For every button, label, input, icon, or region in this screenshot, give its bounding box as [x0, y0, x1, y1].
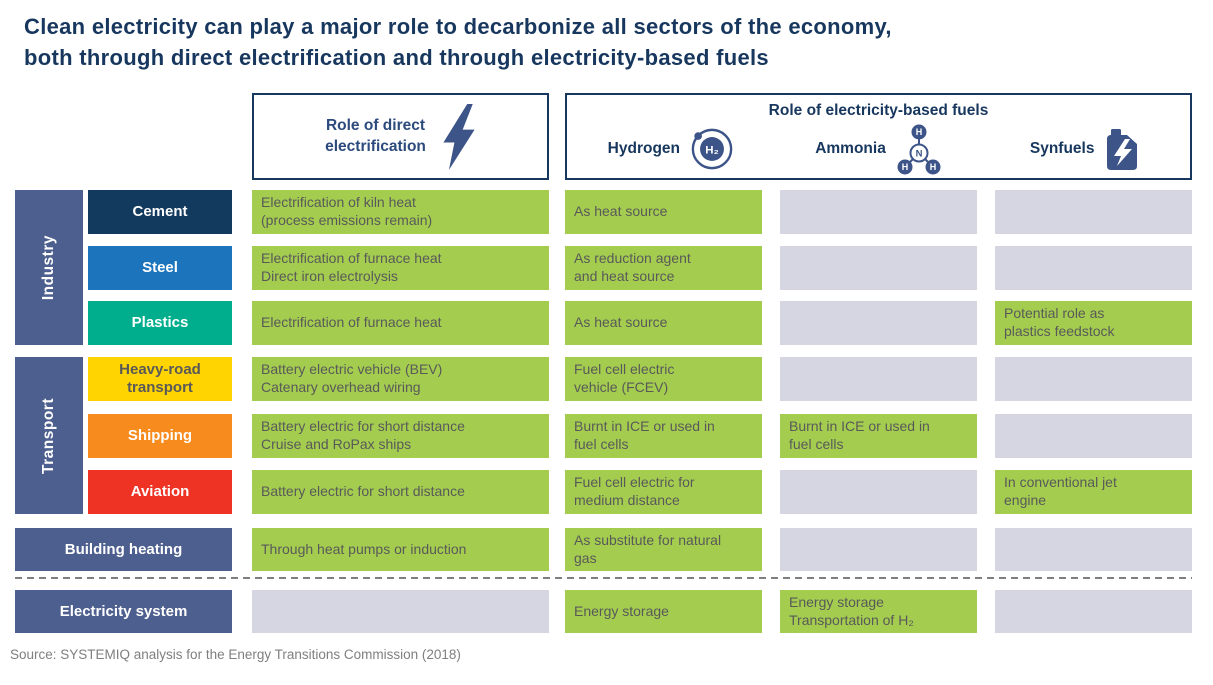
table-row-steel: Steel Electrification of furnace heat Di…	[0, 246, 1213, 290]
cell-cement-direct: Electrification of kiln heat (process em…	[252, 190, 549, 234]
cell-steel-direct: Electrification of furnace heat Direct i…	[252, 246, 549, 290]
column-header-synfuels: Synfuels	[982, 120, 1190, 178]
cell-plastics-ammonia	[780, 301, 977, 345]
cell-heavy-road-ammonia	[780, 357, 977, 401]
svg-text:H: H	[930, 162, 937, 172]
cell-steel-hydrogen: As reduction agent and heat source	[565, 246, 762, 290]
cell-heavy-road-synfuels	[995, 357, 1192, 401]
cell-aviation-ammonia	[780, 470, 977, 514]
cell-electricity-system-hydrogen: Energy storage	[565, 590, 762, 633]
ammonia-label: Ammonia	[815, 140, 886, 157]
sector-label-cement: Cement	[88, 190, 232, 234]
svg-text:N: N	[915, 149, 922, 160]
table-row-aviation: Aviation Battery electric for short dist…	[0, 470, 1213, 514]
group-label-transport: Transport	[15, 357, 83, 514]
table-row-heavy-road-transport: Heavy-road transport Battery electric ve…	[0, 357, 1213, 401]
cell-shipping-synfuels	[995, 414, 1192, 458]
cell-shipping-direct: Battery electric for short distance Crui…	[252, 414, 549, 458]
cell-electricity-system-ammonia: Energy storage Transportation of H₂	[780, 590, 977, 633]
header-direct-electrification: Role of direct electrification	[252, 93, 549, 180]
cell-shipping-hydrogen: Burnt in ICE or used in fuel cells	[565, 414, 762, 458]
cell-aviation-hydrogen: Fuel cell electric for medium distance	[565, 470, 762, 514]
sector-label-heavy-road-transport: Heavy-road transport	[88, 357, 232, 401]
cell-shipping-ammonia: Burnt in ICE or used in fuel cells	[780, 414, 977, 458]
sector-label-building-heating: Building heating	[15, 528, 232, 571]
cell-plastics-hydrogen: As heat source	[565, 301, 762, 345]
hydrogen-atom-icon: H₂	[690, 127, 734, 171]
fuel-columns: Hydrogen H₂ Ammonia	[567, 120, 1190, 178]
table-row-electricity-system: Electricity system Energy storage Energy…	[0, 590, 1213, 633]
sector-label-electricity-system: Electricity system	[15, 590, 232, 633]
ammonia-molecule-icon: H H H N	[896, 122, 942, 176]
cell-aviation-synfuels: In conventional jet engine	[995, 470, 1192, 514]
cell-cement-synfuels	[995, 190, 1192, 234]
hydrogen-label: Hydrogen	[607, 140, 680, 157]
cell-aviation-direct: Battery electric for short distance	[252, 470, 549, 514]
cell-heavy-road-hydrogen: Fuel cell electric vehicle (FCEV)	[565, 357, 762, 401]
column-header-hydrogen: Hydrogen H₂	[567, 120, 775, 178]
cell-electricity-system-direct	[252, 590, 549, 633]
svg-text:H: H	[902, 162, 909, 172]
cell-cement-hydrogen: As heat source	[565, 190, 762, 234]
cell-steel-ammonia	[780, 246, 977, 290]
sector-label-plastics: Plastics	[88, 301, 232, 345]
electricity-based-fuels-label: Role of electricity-based fuels	[768, 102, 989, 119]
direct-electrification-label: Role of direct electrification	[325, 117, 426, 155]
cell-plastics-synfuels: Potential role as plastics feedstock	[995, 301, 1192, 345]
group-label-industry: Industry	[15, 190, 83, 345]
sector-label-shipping: Shipping	[88, 414, 232, 458]
table-row-cement: Cement Electrification of kiln heat (pro…	[0, 190, 1213, 234]
cell-building-heating-ammonia	[780, 528, 977, 571]
svg-text:H₂: H₂	[705, 144, 718, 156]
table-row-building-heating: Building heating Through heat pumps or i…	[0, 528, 1213, 571]
header-electricity-based-fuels: Role of electricity-based fuels Hydrogen…	[565, 93, 1192, 180]
dashed-divider	[15, 577, 1192, 579]
cell-steel-synfuels	[995, 246, 1192, 290]
svg-text:H: H	[916, 127, 923, 137]
sector-label-steel: Steel	[88, 246, 232, 290]
lightning-bolt-icon	[442, 103, 476, 170]
cell-building-heating-hydrogen: As substitute for natural gas	[565, 528, 762, 571]
sector-label-aviation: Aviation	[88, 470, 232, 514]
page-title: Clean electricity can play a major role …	[24, 14, 892, 70]
table-row-plastics: Plastics Electrification of furnace heat…	[0, 301, 1213, 345]
table-row-shipping: Shipping Battery electric for short dist…	[0, 414, 1213, 458]
cell-heavy-road-direct: Battery electric vehicle (BEV) Catenary …	[252, 357, 549, 401]
cell-electricity-system-synfuels	[995, 590, 1192, 633]
synfuels-label: Synfuels	[1029, 140, 1095, 157]
cell-building-heating-synfuels	[995, 528, 1192, 571]
column-header-ammonia: Ammonia H H H N	[775, 120, 983, 178]
fuel-can-icon	[1104, 126, 1142, 172]
cell-cement-ammonia	[780, 190, 977, 234]
cell-building-heating-direct: Through heat pumps or induction	[252, 528, 549, 571]
cell-plastics-direct: Electrification of furnace heat	[252, 301, 549, 345]
source-citation: Source: SYSTEMIQ analysis for the Energy…	[10, 647, 461, 662]
